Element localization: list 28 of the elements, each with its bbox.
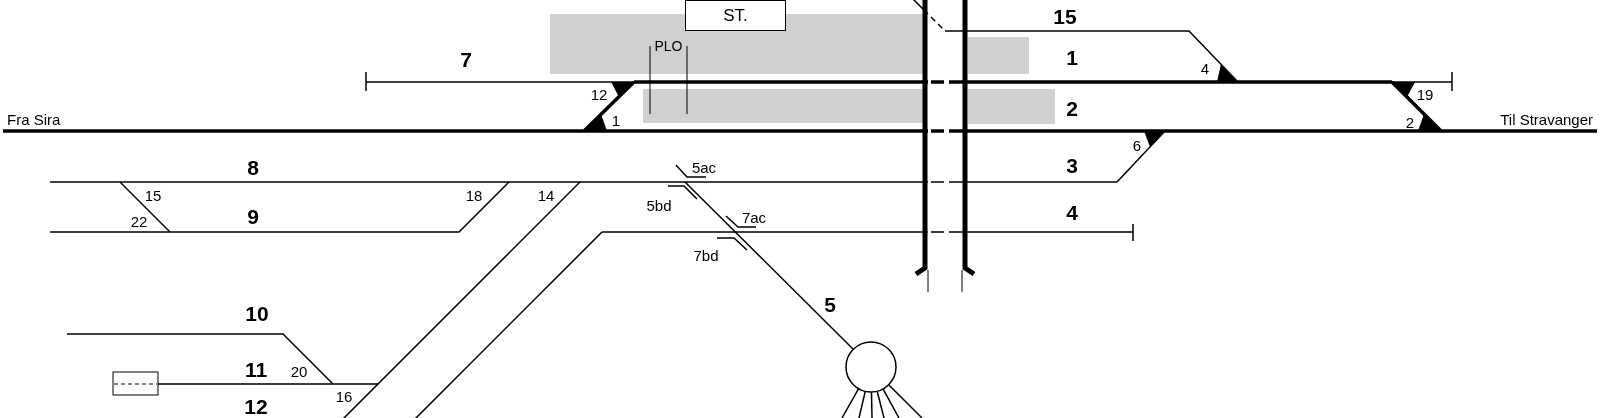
switch-number: 15 <box>144 187 162 203</box>
derailer-label: 7ac <box>741 209 767 225</box>
switch-number: 20 <box>290 363 308 379</box>
switch-number: 14 <box>537 187 555 203</box>
derailer-label: 5ac <box>691 159 717 175</box>
track-number: 4 <box>1066 201 1078 223</box>
switch-number: 18 <box>465 187 483 203</box>
track-number: 1 <box>1066 46 1078 68</box>
switch-number: 16 <box>335 388 353 404</box>
switch-number: 19 <box>1416 86 1434 102</box>
track-number: 2 <box>1066 97 1078 119</box>
track-number: 5 <box>824 293 836 315</box>
direction-label: Fra Sira <box>7 111 61 127</box>
switch-number: 2 <box>1405 114 1415 130</box>
track-number: 15 <box>1053 5 1077 27</box>
derailer-label: 7bd <box>693 247 719 263</box>
direction-label: Til Stravanger <box>1500 111 1593 127</box>
track-number: 10 <box>245 302 269 324</box>
track-number: 7 <box>460 48 472 70</box>
track-number: 3 <box>1066 154 1078 176</box>
switch-number: 22 <box>130 213 148 229</box>
switch-number: 6 <box>1132 137 1142 153</box>
derailer-label: 5bd <box>646 197 672 213</box>
track-number: 9 <box>247 205 259 227</box>
track-number: 12 <box>244 395 268 417</box>
switch-number: 4 <box>1200 60 1210 76</box>
track-number: 11 <box>244 358 268 380</box>
track-number: 8 <box>247 156 259 178</box>
